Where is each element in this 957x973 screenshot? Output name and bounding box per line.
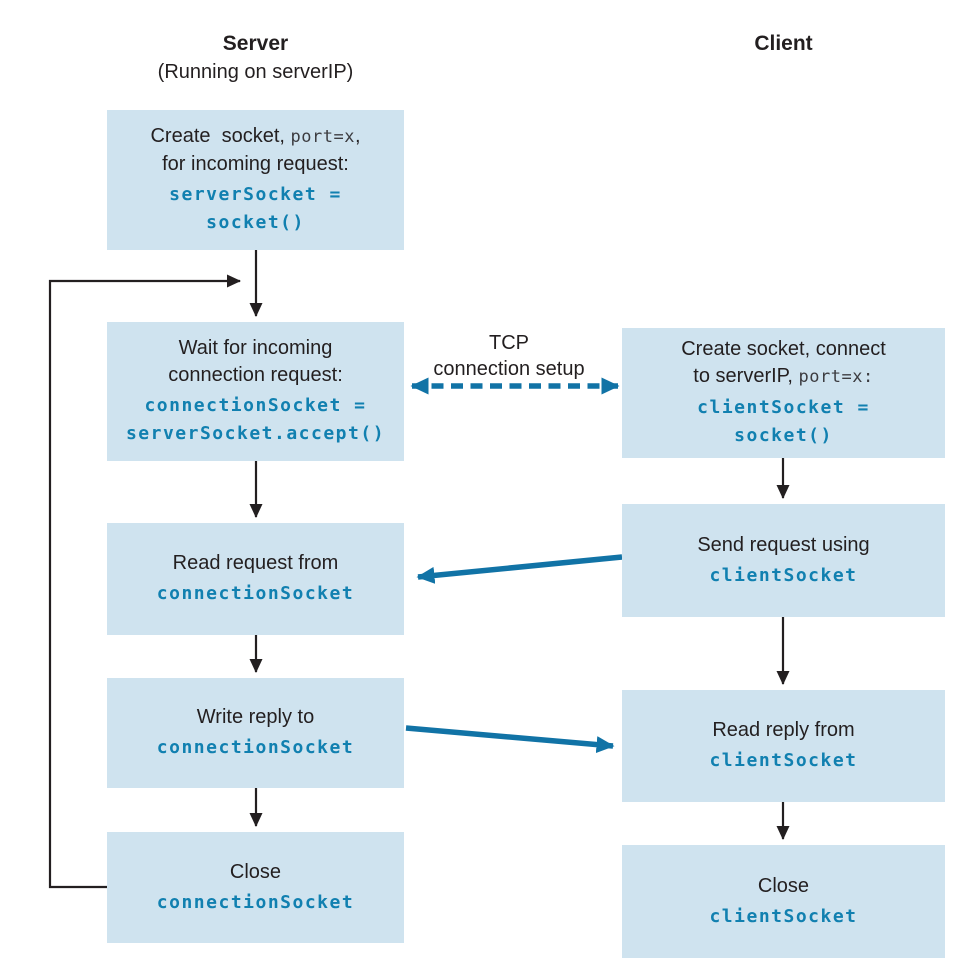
code-line: serverSocket.accept() xyxy=(125,423,386,444)
client-title: Client xyxy=(754,32,813,55)
box-text: Close xyxy=(229,860,282,883)
box-text: Wait for incoming xyxy=(178,337,333,359)
code-text: connectionSocket xyxy=(156,737,355,758)
server-wait-connection-box: Wait for incoming connection request: co… xyxy=(107,322,404,461)
request-arrow xyxy=(416,554,623,584)
tcp-connection-setup-label: TCP connection setup xyxy=(403,330,615,382)
server-close-box: Close connectionSocket xyxy=(107,832,404,943)
client-column-header: Client xyxy=(622,30,945,58)
inline-code: port=x: xyxy=(798,367,874,387)
code-line: connectionSocket = xyxy=(144,395,367,416)
box-text: connection request: xyxy=(168,364,343,386)
code-text: connectionSocket xyxy=(156,583,355,604)
code-line: clientSocket = xyxy=(697,397,870,418)
box-text: Read reply from xyxy=(712,719,855,741)
box-text: Close xyxy=(757,874,810,897)
code-line: serverSocket = xyxy=(169,184,342,205)
box-text-part: Create socket, xyxy=(150,125,291,147)
client-create-socket-box: Create socket, connect to serverIP, port… xyxy=(622,328,945,458)
server-create-socket-box: Create socket, port=x, for incoming requ… xyxy=(107,110,404,250)
client-send-request-box: Send request using clientSocket xyxy=(622,504,945,617)
inline-code: port=x xyxy=(290,127,355,147)
box-text: Send request using xyxy=(697,533,870,556)
server-subtitle: (Running on serverIP) xyxy=(157,61,354,83)
code-text: clientSocket xyxy=(709,905,858,927)
code-line: socket() xyxy=(206,212,305,233)
server-column-header: Server (Running on serverIP) xyxy=(107,30,404,86)
box-text: to serverIP, port=x: xyxy=(693,363,873,391)
code-text: connectionSocket xyxy=(156,891,355,913)
box-text-part: to serverIP, xyxy=(693,365,799,387)
box-text: Create socket, connect xyxy=(681,338,886,360)
box-text: Create socket, port=x, xyxy=(150,123,360,151)
box-text: Write reply to xyxy=(196,706,315,728)
code-text: clientSocket = socket() xyxy=(697,394,870,450)
loop-back-arrow xyxy=(48,274,241,889)
box-text: Read request from xyxy=(172,552,339,574)
box-text: for incoming request: xyxy=(162,153,349,175)
code-text: clientSocket xyxy=(709,564,858,586)
box-text-part: , xyxy=(354,125,361,147)
client-read-reply-box: Read reply from clientSocket xyxy=(622,690,945,802)
server-write-reply-box: Write reply to connectionSocket xyxy=(107,678,404,788)
server-title: Server xyxy=(222,32,289,55)
code-text: clientSocket xyxy=(709,750,858,771)
tcp-label-line1: TCP xyxy=(489,332,529,354)
reply-arrow xyxy=(405,725,615,754)
tcp-label-line2: connection setup xyxy=(433,358,585,380)
code-text: serverSocket = socket() xyxy=(169,181,342,237)
client-close-box: Close clientSocket xyxy=(622,845,945,958)
code-line: socket() xyxy=(734,425,833,446)
code-text: connectionSocket = serverSocket.accept() xyxy=(126,392,385,448)
server-read-request-box: Read request from connectionSocket xyxy=(107,523,404,635)
